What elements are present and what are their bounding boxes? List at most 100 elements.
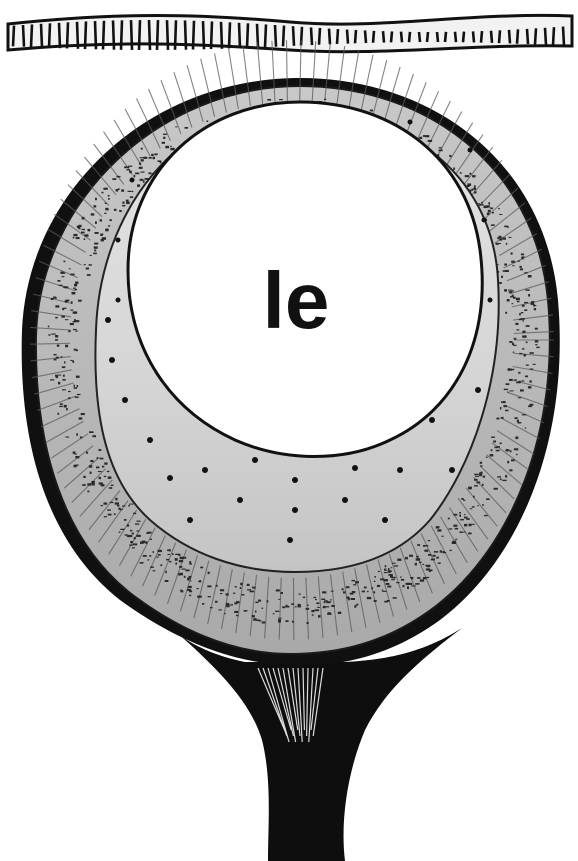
stipple-granule [59,406,63,407]
stipple-granule [135,523,139,524]
stipple-granule [63,308,67,309]
stipple-granule [184,557,186,559]
stipple-granule [331,605,335,607]
stipple-granule [74,385,76,387]
stipple-granule [180,557,184,559]
stipple-granule [66,300,70,302]
stipple-granule [496,243,499,245]
stipple-granule [374,576,376,578]
stipple-granule [184,576,186,578]
stipple-granule [118,508,121,510]
stipple-granule [295,606,297,607]
stipple-granule [169,561,171,563]
stipple-granule [517,301,520,302]
stipple-granule [449,528,453,529]
stipple-granule [469,173,471,175]
stipple-granule [64,261,66,263]
stipple-granule [506,243,508,245]
stipple-granule [459,532,463,534]
stipple-granule [95,232,99,234]
stipple-granule [492,212,494,213]
stipple-granule [129,504,134,505]
stipple-granule [108,225,110,226]
stipple-granule [331,591,334,592]
stipple-granule [128,191,132,192]
stipple-granule [78,225,81,227]
stipple-granule [521,380,524,381]
stipple-granule [93,253,97,255]
strip-cell-border [49,23,50,48]
stipple-granule [534,308,536,310]
stipple-granule [524,309,527,311]
stipple-granule [490,454,494,456]
stipple-granule [101,192,103,194]
stipple-granule [519,266,522,268]
stipple-granule [233,593,235,594]
stipple-granule [64,287,68,289]
stipple-granule [77,385,79,387]
stipple-granule [440,550,442,552]
stipple-granule [311,610,314,612]
strip-cell-border [463,32,464,43]
stipple-granule [70,323,74,325]
stipple-granule [267,99,271,101]
stipple-granule [512,290,514,291]
stipple-granule [77,394,81,395]
stipple-granule [353,584,356,585]
stipple-granule [129,545,133,546]
stipple-granule [315,599,317,600]
stipple-granule [179,554,181,557]
stipple-granule [352,591,356,593]
stipple-granule [102,466,104,468]
stipple-granule [498,236,501,239]
stipple-granule [407,586,409,589]
stipple-granule [396,582,399,583]
stipple-granule [54,354,57,355]
stipple-granule [75,456,79,458]
stipple-granule [384,569,386,571]
stipple-granule [367,591,369,592]
stipple-granule [453,525,457,527]
stipple-granule [466,518,469,520]
stipple-granule [500,407,502,409]
stipple-granule [126,202,130,205]
stipple-granule [116,189,119,192]
stipple-granule [464,517,468,519]
stipple-granule [428,140,433,142]
stipple-granule [57,413,59,415]
stipple-granule [391,567,393,568]
stipple-granule [89,431,94,433]
stipple-granule [107,471,110,472]
stipple-granule [436,526,440,528]
stipple-granule [73,451,76,454]
stipple-granule [491,224,495,226]
stipple-granule [417,577,420,579]
stipple-granule [247,584,250,586]
stipple-granule [140,179,144,181]
stipple-granule [535,340,539,342]
stipple-granule [241,594,244,595]
stipple-granule [82,217,85,220]
stipple-granule [181,590,184,592]
stipple-granule [382,590,384,591]
stipple-granule [279,99,283,100]
stipple-granule [465,175,470,177]
stipple-granule [92,435,96,437]
stipple-granule [525,427,527,428]
stipple-granule [374,600,377,602]
stipple-granule [99,449,102,451]
stipple-granule [121,189,124,191]
strip-cell-border [131,20,132,50]
stipple-granule [119,210,122,212]
strip-cell-border [221,22,222,49]
stipple-granule [56,376,59,378]
strip-cell-border [311,27,312,45]
stipple-granule [122,202,124,204]
stipple-granule [417,544,420,546]
stipple-granule [136,535,141,537]
strip-cell-border [41,24,42,48]
strip-cell-border [95,21,96,49]
stipple-granule [220,589,224,591]
stipple-granule [126,167,129,168]
stipple-granule [521,254,524,256]
